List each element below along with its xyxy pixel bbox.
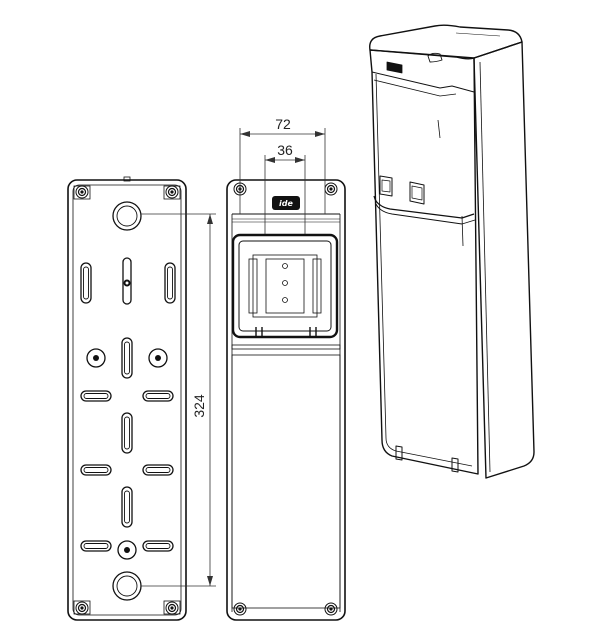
inner-width-dimension: 36 — [264, 142, 306, 234]
height-dimension: 324 — [141, 213, 216, 587]
corner-screw-icon — [73, 185, 91, 200]
corner-screw-icon — [73, 600, 91, 615]
inner-width-label: 36 — [277, 142, 293, 158]
hinge — [255, 327, 317, 338]
brand-logo-text: ide — [279, 199, 293, 208]
corner-screw-icon — [163, 185, 181, 200]
breaker-window — [231, 233, 339, 339]
fixing-hole — [117, 540, 137, 560]
center-slot-with-screw — [122, 257, 132, 305]
fixing-hole — [86, 348, 106, 368]
perspective-logo — [386, 61, 403, 74]
brand-logo: ide — [272, 196, 300, 210]
outer-width-label: 72 — [275, 116, 291, 132]
front-view: ide — [226, 179, 346, 621]
outer-width-dimension: 72 — [239, 116, 326, 214]
back-view — [67, 176, 187, 621]
height-dimension-label: 324 — [191, 394, 207, 418]
mounting-hole-top — [112, 201, 142, 231]
fixing-hole — [148, 348, 168, 368]
perspective-view — [369, 24, 535, 479]
corner-screw-icon — [163, 600, 181, 615]
